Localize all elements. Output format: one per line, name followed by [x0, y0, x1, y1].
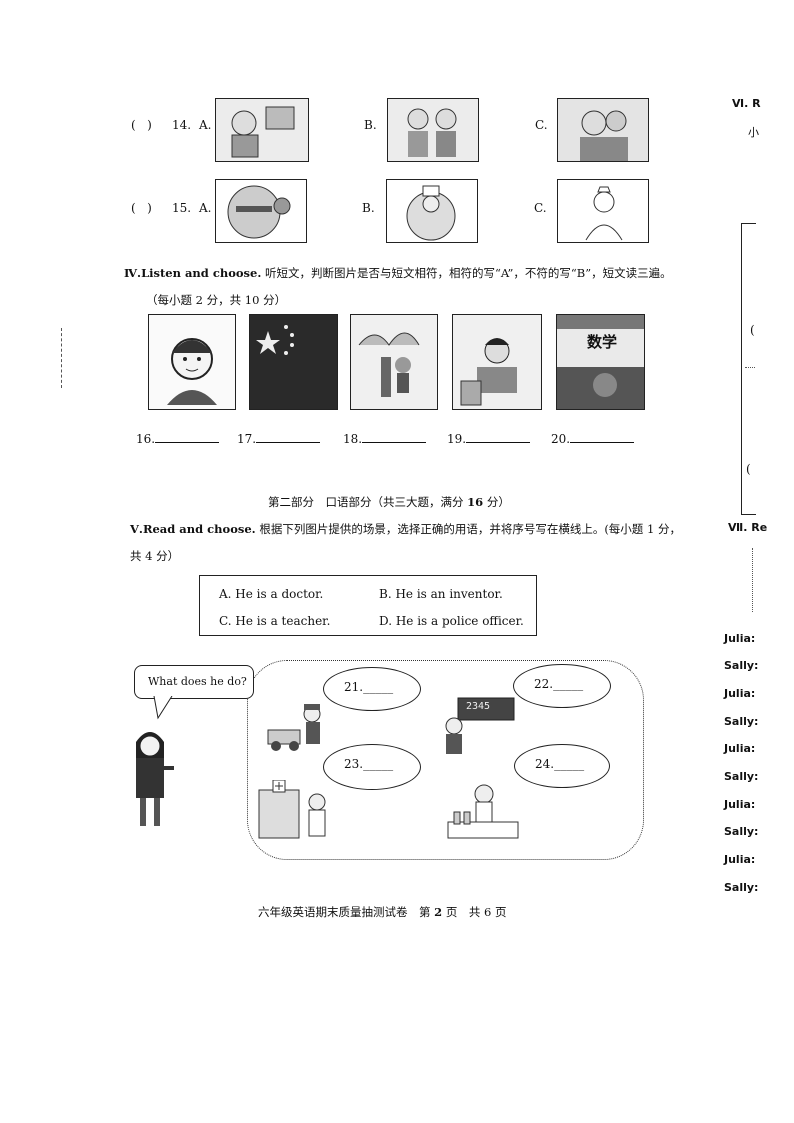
answer-16[interactable]: 16.: [136, 430, 220, 446]
dialog-line-5: Julia:: [724, 742, 756, 755]
right-paren-1: (: [750, 323, 755, 337]
s4-picture-study[interactable]: [452, 314, 542, 410]
question-bubble-tail: [153, 696, 173, 720]
dialog-line-8: Sally:: [724, 825, 759, 838]
dialog-line-6: Sally:: [724, 770, 759, 783]
right-paren-2: (: [746, 462, 751, 476]
dialog-line-4: Sally:: [724, 715, 759, 728]
bubble-24: 24._____: [514, 744, 610, 788]
q15-bracket: ( ): [131, 201, 152, 215]
dialog-line-1: Julia:: [724, 632, 756, 645]
q14-picture-a[interactable]: [215, 98, 309, 162]
q15-option-a-label: A.: [199, 201, 212, 215]
s4-picture-park[interactable]: [350, 314, 438, 410]
s4-picture-flag[interactable]: [249, 314, 338, 410]
answer-18[interactable]: 18.: [343, 430, 427, 446]
q14-picture-c[interactable]: [557, 98, 649, 162]
dialog-line-10: Sally:: [724, 881, 759, 894]
q14-option-c-label: C.: [535, 118, 548, 132]
answer-17[interactable]: 17.: [237, 430, 321, 446]
teacher-figure: [445, 697, 515, 754]
q15-number: 15.: [172, 201, 192, 215]
s4-picture-math-book[interactable]: 数学: [556, 314, 645, 410]
section4-scoring: （每小题 2 分，共 10 分）: [146, 293, 287, 307]
answer-19[interactable]: 19.: [447, 430, 531, 446]
dialog-line-7: Julia:: [724, 798, 756, 811]
option-a: A. He is a doctor.: [219, 587, 324, 601]
q15-option-b-label: B.: [362, 201, 375, 215]
right-dotted: [745, 367, 755, 368]
s4-picture-boy[interactable]: [148, 314, 236, 410]
right-section7: Ⅶ. Re: [728, 521, 768, 534]
option-c: C. He is a teacher.: [219, 614, 331, 628]
page-footer: 六年级英语期末质量抽测试卷 第 2 页 共 6 页: [258, 905, 507, 919]
q15-option-c-label: C.: [534, 201, 547, 215]
q14-bracket: ( ): [131, 118, 152, 132]
dialog-line-2: Sally:: [724, 659, 759, 672]
option-b: B. He is an inventor.: [379, 587, 503, 601]
binding-line: [61, 328, 62, 388]
bubble-23: 23._____: [323, 744, 421, 790]
option-d: D. He is a police officer.: [379, 614, 524, 628]
bubble-21: 21._____: [323, 667, 421, 711]
math-book-title: 数学: [587, 333, 618, 351]
dialog-line-9: Julia:: [724, 853, 756, 866]
q15-picture-b[interactable]: [386, 179, 478, 243]
right-char: 小: [748, 126, 759, 139]
woman-figure: [136, 732, 174, 826]
inventor-figure: [447, 784, 519, 839]
q14-option-b-label: B.: [364, 118, 377, 132]
dialog-line-3: Julia:: [724, 687, 756, 700]
part2-heading: 第二部分 口语部分（共三大题，满分 16 分）: [268, 495, 510, 509]
bubble-22: 22._____: [513, 664, 611, 708]
q15-picture-a[interactable]: [215, 179, 307, 243]
options-box: [199, 575, 537, 636]
section5-scoring: 共 4 分）: [130, 549, 180, 563]
q14-number: 14.: [172, 118, 192, 132]
section4-numeral: Ⅳ.: [124, 266, 142, 280]
doctor-figure: [258, 780, 326, 839]
police-officer-figure: [267, 704, 321, 751]
section4-heading: Ⅳ.Listen and choose. 听短文，判断图片是否与短文相符，相符的…: [124, 265, 684, 281]
right-section6: Ⅵ. R: [732, 97, 761, 110]
q14-option-a-label: A.: [199, 118, 212, 132]
blackboard-text: 2345: [466, 701, 491, 712]
right-box: [741, 223, 756, 515]
q15-picture-c[interactable]: [557, 179, 649, 243]
q14-picture-b[interactable]: [387, 98, 479, 162]
question-bubble: What does he do?: [134, 665, 254, 699]
scene-frame: [247, 660, 644, 860]
section4-title: Listen and choose.: [141, 266, 262, 280]
section4-instruction: 听短文，判断图片是否与短文相符，相符的写“A”，不符的写“B”，短文读三遍。: [265, 266, 672, 280]
section5-heading: Ⅴ.Read and choose. 根据下列图片提供的场景，选择正确的用语，并…: [130, 522, 681, 536]
right-dotted-2: [752, 548, 753, 612]
answer-20[interactable]: 20.: [551, 430, 635, 446]
